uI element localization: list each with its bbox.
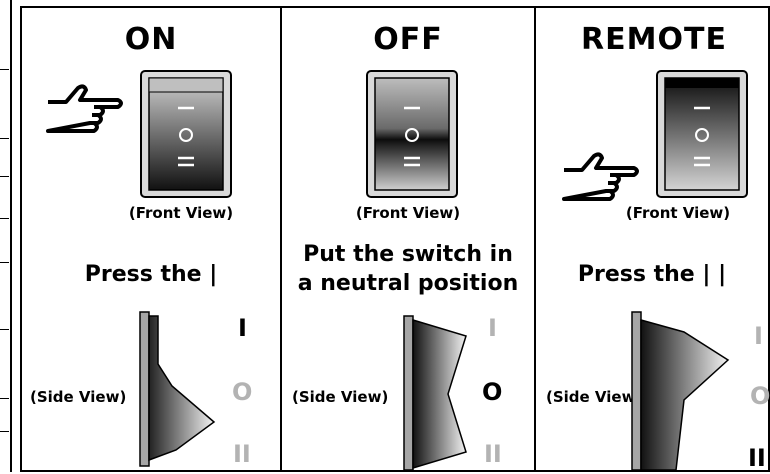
instruction-text: Press the | — [84, 262, 218, 287]
table-line — [0, 398, 9, 399]
table-line — [0, 218, 9, 219]
rocker-switch-front — [656, 70, 748, 198]
panel-title: REMOTE — [581, 22, 727, 57]
position-remote-label: II — [484, 440, 502, 468]
front-view-caption: (Front View) — [128, 204, 234, 222]
panel-off: OFF (Front View) Put the switch in a neu… — [280, 6, 536, 472]
table-line — [0, 431, 9, 432]
pointing-hand-icon — [46, 84, 123, 133]
position-off-label: O — [482, 378, 503, 406]
panel-on: ON (Front View) Press the | — [20, 6, 282, 472]
position-on-label: I — [238, 314, 247, 342]
position-remote-label: II — [748, 444, 766, 472]
instruction-text: Press the | | — [577, 262, 727, 287]
table-line — [0, 176, 9, 177]
position-off-label: O — [232, 378, 253, 406]
rocker-switch-front — [366, 70, 458, 198]
table-line — [0, 329, 9, 330]
side-view-caption: (Side View) — [30, 388, 127, 406]
table-line — [0, 69, 9, 70]
panel-remote: REMOTE (Front View) Press the | | — [534, 6, 770, 472]
instruction-text: Put the switch in a neutral position — [282, 240, 534, 298]
table-line — [0, 262, 9, 263]
rocker-switch-side — [631, 311, 730, 471]
panel-title: OFF — [373, 22, 443, 57]
rocker-switch-side — [139, 311, 216, 467]
side-view-caption: (Side View) — [546, 388, 643, 406]
position-off-label: O — [750, 382, 770, 410]
side-view-caption: (Side View) — [292, 388, 389, 406]
instruction-line-1: Put the switch in — [303, 242, 513, 267]
left-table-edge — [0, 0, 12, 472]
position-on-label: I — [754, 322, 763, 350]
rocker-switch-front — [140, 70, 232, 198]
position-remote-label: II — [233, 440, 251, 468]
front-view-caption: (Front View) — [625, 204, 731, 222]
pointing-hand-icon — [562, 152, 639, 201]
position-on-label: I — [488, 314, 497, 342]
table-line — [0, 138, 9, 139]
rocker-switch-side — [403, 315, 467, 471]
panel-title: ON — [124, 22, 178, 57]
front-view-caption: (Front View) — [355, 204, 461, 222]
instruction-line-2: a neutral position — [297, 271, 519, 296]
